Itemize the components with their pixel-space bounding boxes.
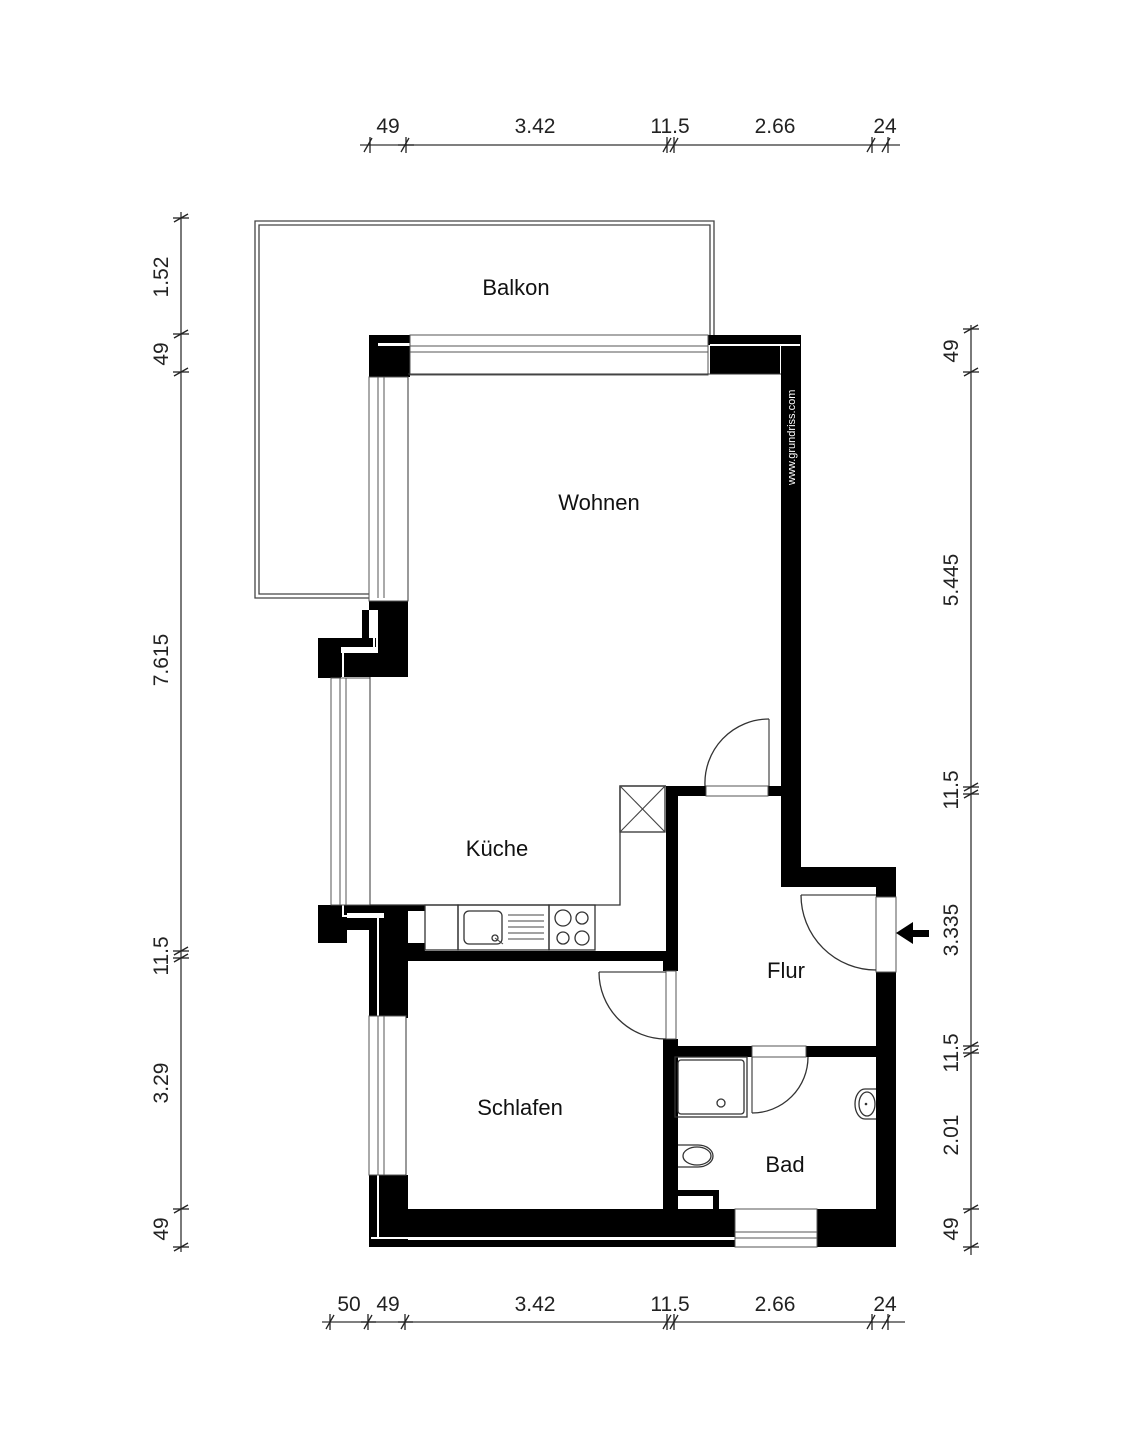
- dim-left-5: 49: [150, 1217, 173, 1240]
- dim-right-1: 5.445: [940, 554, 963, 607]
- dim-bottom-2: 3.42: [515, 1293, 556, 1316]
- dim-top-1: 3.42: [515, 115, 556, 138]
- washbasin-icon: [854, 1088, 876, 1120]
- room-label-flur: Flur: [767, 958, 805, 983]
- dim-right-5: 2.01: [940, 1115, 963, 1156]
- dim-right-0: 49: [940, 339, 963, 362]
- dim-bottom-4: 2.66: [755, 1293, 796, 1316]
- room-label-wohnen: Wohnen: [558, 490, 640, 515]
- door-bad: [751, 1045, 809, 1114]
- dim-bottom-1: 49: [376, 1293, 399, 1316]
- dim-top-2: 11.5: [650, 115, 689, 138]
- windows: [330, 334, 897, 1248]
- dimension-chain-left: 1.52 49 7.615 11.5 3.29 49: [150, 212, 189, 1252]
- door-entrance: [800, 894, 877, 971]
- dim-left-1: 49: [150, 342, 173, 365]
- dim-top-3: 2.66: [755, 115, 796, 138]
- room-label-schlafen: Schlafen: [477, 1095, 563, 1120]
- watermark: www.grundriss.com: [786, 390, 798, 486]
- toilet-icon: [678, 1144, 714, 1168]
- dim-bottom-0: 50: [337, 1293, 360, 1316]
- dim-right-4: 11.5: [940, 1033, 963, 1072]
- shower-icon: [674, 1056, 748, 1118]
- dim-left-4: 3.29: [150, 1063, 173, 1104]
- room-label-kueche: Küche: [466, 836, 528, 861]
- dim-left-3: 11.5: [150, 936, 173, 975]
- dimension-chain-right: 49 5.445 11.5 3.335 11.5 2.01 49: [940, 324, 979, 1255]
- door-schlafen: [598, 970, 677, 1040]
- dim-left-0: 1.52: [150, 257, 173, 298]
- dim-bottom-5: 24: [873, 1293, 897, 1316]
- dim-right-2: 11.5: [940, 770, 963, 809]
- bathroom-fixtures: [674, 1056, 876, 1168]
- room-label-balkon: Balkon: [482, 275, 549, 300]
- room-outlines: [369, 373, 781, 1175]
- balcony: [254, 220, 715, 599]
- ventilation-shaft-icon: [619, 785, 666, 833]
- dim-right-3: 3.335: [940, 904, 963, 957]
- dimension-chain-bottom: 50 49 3.42 11.5 2.66 24: [322, 1293, 905, 1330]
- dimension-chain-top: 49 3.42 11.5 2.66 24: [360, 115, 900, 153]
- kitchen-fixtures: [370, 785, 666, 951]
- walls: [318, 335, 896, 1247]
- entrance-arrow-icon: [896, 922, 929, 944]
- dim-top-0: 49: [376, 115, 399, 138]
- sink-icon: [457, 904, 550, 951]
- room-label-bad: Bad: [765, 1152, 804, 1177]
- dim-bottom-3: 11.5: [650, 1293, 689, 1316]
- dim-left-2: 7.615: [150, 634, 173, 687]
- door-flur-wohnen: [704, 718, 770, 797]
- stove-icon: [548, 904, 596, 951]
- doors: [598, 718, 929, 1114]
- dim-top-4: 24: [873, 115, 897, 138]
- dim-right-6: 49: [940, 1217, 963, 1240]
